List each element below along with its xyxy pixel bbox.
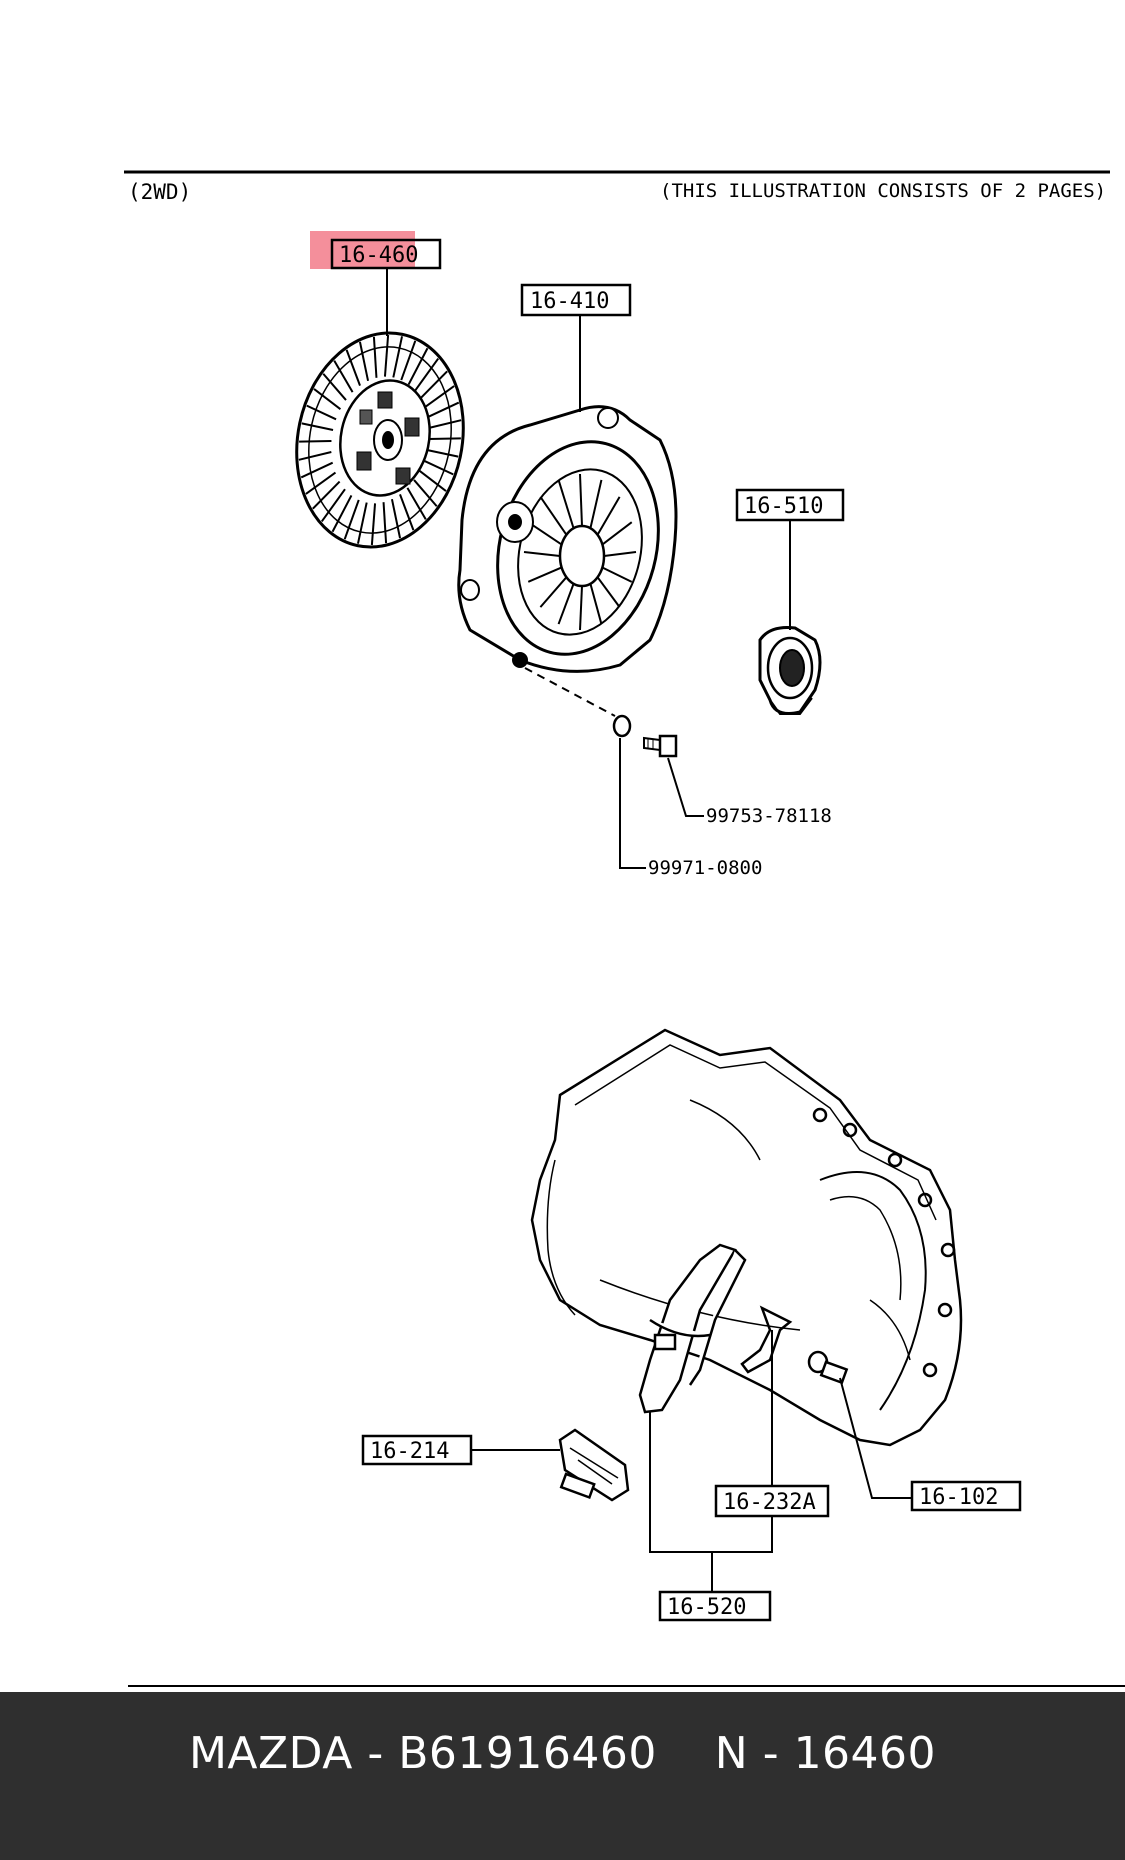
diaphragm-finger bbox=[527, 521, 563, 546]
disc-friction-segment bbox=[413, 479, 438, 507]
diaphragm-finger bbox=[601, 521, 633, 546]
disc-friction-segment bbox=[423, 385, 455, 409]
callout-16-232A[interactable]: 16-232A bbox=[714, 1484, 830, 1518]
retaining-clip bbox=[740, 1305, 793, 1374]
callout-16-520[interactable]: 16-520 bbox=[658, 1590, 772, 1622]
callout-16-510-label: 16-510 bbox=[744, 494, 823, 519]
highlight-box bbox=[310, 231, 415, 269]
release-bearing bbox=[758, 626, 822, 715]
leader-16-102 bbox=[839, 1377, 912, 1499]
illustration-note: (THIS ILLUSTRATION CONSISTS OF 2 PAGES) bbox=[660, 180, 1106, 202]
disc-friction-segment bbox=[345, 349, 361, 386]
disc-friction-segment bbox=[306, 404, 337, 421]
disc-friction-segment bbox=[300, 461, 334, 479]
disc-friction-segment bbox=[305, 471, 337, 495]
disc-friction-segment bbox=[382, 502, 388, 544]
disc-friction-segment bbox=[418, 469, 447, 492]
diaphragm-finger bbox=[603, 551, 637, 557]
disc-friction-segment bbox=[320, 488, 346, 523]
diaphragm-finger bbox=[523, 551, 561, 557]
diaphragm-finger bbox=[539, 496, 568, 536]
disc-friction-segment bbox=[301, 422, 334, 431]
disc-friction-segment bbox=[428, 437, 461, 440]
callout-16-232A-label: 16-232A bbox=[723, 1490, 816, 1515]
disc-friction-segment bbox=[428, 419, 462, 429]
diaphragm-finger bbox=[579, 473, 583, 527]
diaphragm-finger bbox=[539, 576, 568, 608]
disc-friction-segment bbox=[370, 503, 377, 546]
diaphragm-finger bbox=[527, 566, 563, 583]
disc-friction-segment bbox=[299, 440, 332, 443]
diaphragm-finger bbox=[557, 583, 575, 625]
disc-friction-segment bbox=[372, 336, 378, 378]
disc-friction-segment bbox=[419, 370, 448, 400]
disc-friction-segment bbox=[333, 360, 354, 393]
callout-16-460[interactable]: 16-460 bbox=[330, 238, 442, 270]
footer-bar: MAZDA - B61916460 N - 16460 bbox=[0, 1692, 1125, 1860]
diaphragm-finger bbox=[596, 496, 621, 536]
disc-friction-segment bbox=[312, 480, 341, 510]
diaphragm-finger bbox=[601, 566, 633, 583]
callout-16-410-label: 16-410 bbox=[530, 289, 609, 314]
callout-16-460-label: 16-460 bbox=[339, 243, 418, 268]
diaphragm-finger bbox=[589, 479, 603, 529]
disc-friction-segment bbox=[399, 494, 415, 531]
pivot-bolt bbox=[807, 1350, 849, 1385]
diaphragm-finger bbox=[589, 583, 603, 625]
callout-16-102-label: 16-102 bbox=[919, 1485, 998, 1510]
variant-label: (2WD) bbox=[128, 180, 191, 204]
clutch-cover bbox=[457, 405, 678, 673]
callout-16-520-label: 16-520 bbox=[667, 1595, 746, 1620]
disc-friction-segment bbox=[423, 459, 454, 476]
disc-friction-segment bbox=[383, 334, 390, 377]
disc-friction-segment bbox=[390, 499, 402, 539]
disc-friction-segment bbox=[406, 487, 427, 520]
disc-friction-segment bbox=[322, 373, 347, 401]
disc-friction-segment bbox=[343, 499, 360, 540]
disc-friction-segment bbox=[426, 401, 460, 419]
bolt bbox=[643, 734, 678, 758]
disc-friction-segment bbox=[298, 451, 332, 461]
transmission-housing bbox=[530, 1028, 963, 1447]
leader-bolt bbox=[667, 757, 704, 817]
callout-16-102[interactable]: 16-102 bbox=[910, 1480, 1022, 1512]
callout-16-214[interactable]: 16-214 bbox=[361, 1434, 473, 1466]
leader-16-520 bbox=[649, 1412, 773, 1553]
callout-16-214-label: 16-214 bbox=[370, 1439, 449, 1464]
washer bbox=[612, 714, 632, 738]
disc-friction-segment bbox=[426, 449, 459, 458]
washer-part-number[interactable]: 99971-0800 bbox=[648, 857, 762, 879]
clutch-disc bbox=[295, 331, 465, 549]
boot-pad bbox=[558, 1428, 630, 1502]
release-fork bbox=[638, 1243, 747, 1414]
disc-friction-segment bbox=[356, 502, 368, 544]
disc-friction-segment bbox=[313, 388, 342, 411]
diaphragm-finger bbox=[557, 479, 575, 529]
diaphragm-finger bbox=[596, 576, 621, 608]
callout-16-510[interactable]: 16-510 bbox=[735, 488, 845, 522]
dashed-guide bbox=[524, 667, 616, 717]
leader-washer bbox=[619, 738, 646, 869]
disc-friction-segment bbox=[407, 347, 429, 386]
footer-caption: MAZDA - B61916460 N - 16460 bbox=[188, 1728, 937, 1779]
parts-diagram: (2WD) (THIS ILLUSTRATION CONSISTS OF 2 P… bbox=[124, 170, 1125, 1687]
disc-friction-segment bbox=[358, 341, 370, 381]
diaphragm-finger bbox=[579, 585, 583, 631]
disc-friction-segment bbox=[400, 340, 417, 381]
callout-16-410[interactable]: 16-410 bbox=[520, 283, 632, 317]
disc-friction-segment bbox=[414, 357, 440, 392]
bolt-part-number[interactable]: 99753-78118 bbox=[706, 805, 832, 827]
disc-friction-segment bbox=[331, 494, 353, 533]
disc-friction-segment bbox=[392, 336, 404, 378]
